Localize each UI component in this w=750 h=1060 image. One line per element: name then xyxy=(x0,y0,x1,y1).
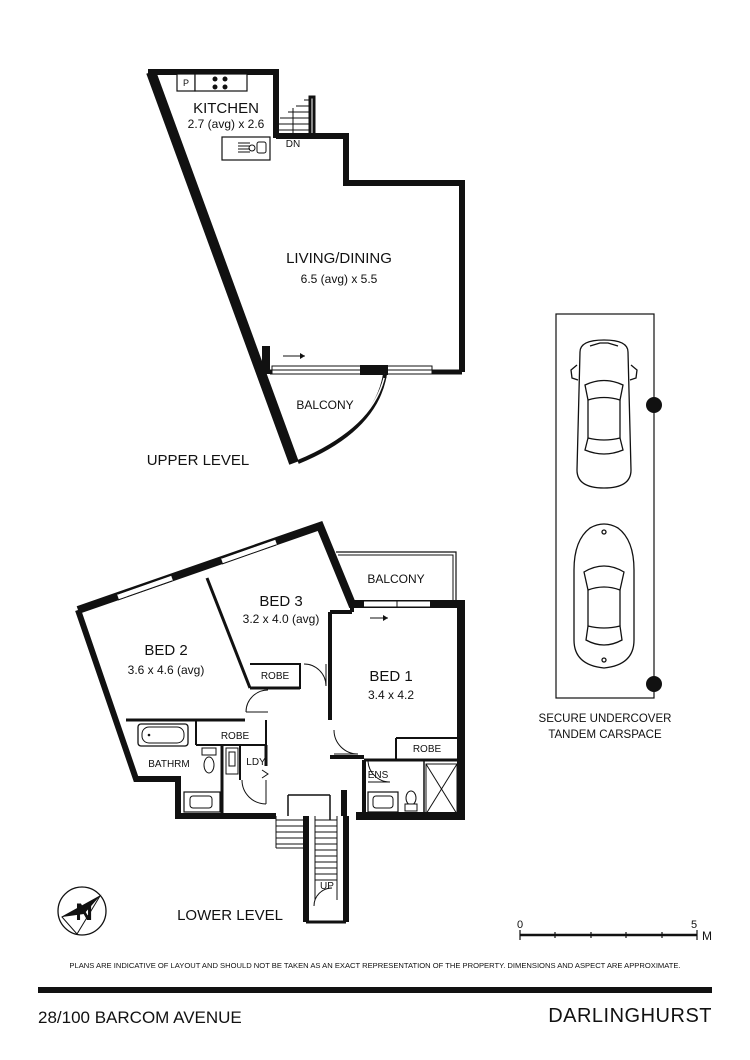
upper-wall-diagonal xyxy=(146,70,299,465)
lower-balcony-outline xyxy=(336,551,457,604)
burner-icon xyxy=(212,84,218,90)
ensuite-vanity xyxy=(367,791,399,813)
bed2-robe-label: ROBE xyxy=(221,731,250,742)
toilet-icon xyxy=(404,790,418,812)
scale-bar: 0 5 M xyxy=(517,919,712,943)
lower-window xyxy=(117,538,277,601)
scale-end: 5 xyxy=(691,919,697,931)
upper-wall-post xyxy=(262,346,270,374)
sink-icon xyxy=(238,141,267,154)
bed1-window xyxy=(364,600,430,608)
internal-walls xyxy=(126,577,461,816)
lower-wall-left xyxy=(75,609,276,819)
living-dining-dims: 6.5 (avg) x 5.5 xyxy=(301,272,378,286)
upper-stair xyxy=(278,99,310,137)
laundry-label: LDY xyxy=(246,757,266,768)
scale-unit: M xyxy=(702,929,712,943)
carspace-label-line1: SECURE UNDERCOVER xyxy=(539,713,672,725)
bed1-dims: 3.4 x 4.2 xyxy=(368,688,414,702)
bathroom-vanity xyxy=(183,791,221,813)
stair-down-label: DN xyxy=(286,139,300,150)
bed3-robe-label: ROBE xyxy=(261,671,290,682)
upper-balcony-edge xyxy=(297,373,387,464)
burner-icon xyxy=(212,76,218,82)
lower-balcony-label: BALCONY xyxy=(367,572,424,586)
carpark: SECURE UNDERCOVER TANDEM CARSPACE xyxy=(539,313,672,741)
upper-level: P DN KITCHEN 2.7 (avg) x 2.6 xyxy=(146,69,465,469)
living-dining-label: LIVING/DINING xyxy=(286,250,392,267)
ensuite-label: ENS xyxy=(368,770,389,781)
sliding-door-post xyxy=(360,365,388,375)
car-icon xyxy=(570,339,638,489)
bathroom-label: BATHRM xyxy=(148,759,189,770)
shower xyxy=(425,763,458,815)
pantry-label: P xyxy=(183,78,189,88)
carspace-post xyxy=(646,676,662,692)
footer-divider xyxy=(38,987,712,993)
lower-level: UP BED 2 3.6 x 4.6 (avg) BED 3 3.2 x 4.0… xyxy=(75,520,465,924)
bathtub xyxy=(137,723,189,747)
bed2-dims: 3.6 x 4.6 (avg) xyxy=(128,663,205,677)
north-arrow-icon: N xyxy=(57,886,107,936)
property-suburb: DARLINGHURST xyxy=(548,1005,712,1027)
kitchen-label: KITCHEN xyxy=(193,100,259,117)
bed3-dims: 3.2 x 4.0 (avg) xyxy=(243,612,320,626)
upper-wall-step xyxy=(276,133,465,372)
bed3-label: BED 3 xyxy=(259,593,302,610)
door-swings xyxy=(241,663,391,907)
cooktop xyxy=(194,73,248,92)
burner-icon xyxy=(222,76,228,82)
lower-level-label: LOWER LEVEL xyxy=(177,907,283,924)
car-icon xyxy=(573,523,635,669)
lower-stair xyxy=(275,794,349,924)
north-label: N xyxy=(75,899,92,926)
scale-start: 0 xyxy=(517,919,523,931)
bed2-label: BED 2 xyxy=(144,642,187,659)
upper-balcony-label: BALCONY xyxy=(296,398,353,412)
bed1-label: BED 1 xyxy=(369,668,412,685)
kitchen-dims: 2.7 (avg) x 2.6 xyxy=(188,117,265,131)
toilet-icon xyxy=(201,747,217,774)
carspace-label-line2: TANDEM CARSPACE xyxy=(548,729,662,741)
burner-icon xyxy=(222,84,228,90)
upper-wall-top xyxy=(148,69,279,138)
carspace-post xyxy=(646,397,662,413)
bed1-robe-label: ROBE xyxy=(413,744,442,755)
disclaimer-text: PLANS ARE INDICATIVE OF LAYOUT AND SHOUL… xyxy=(69,961,681,970)
stair-up-label: UP xyxy=(320,881,334,892)
property-address: 28/100 BARCOM AVENUE xyxy=(38,1008,242,1027)
upper-level-label: UPPER LEVEL xyxy=(147,452,250,469)
